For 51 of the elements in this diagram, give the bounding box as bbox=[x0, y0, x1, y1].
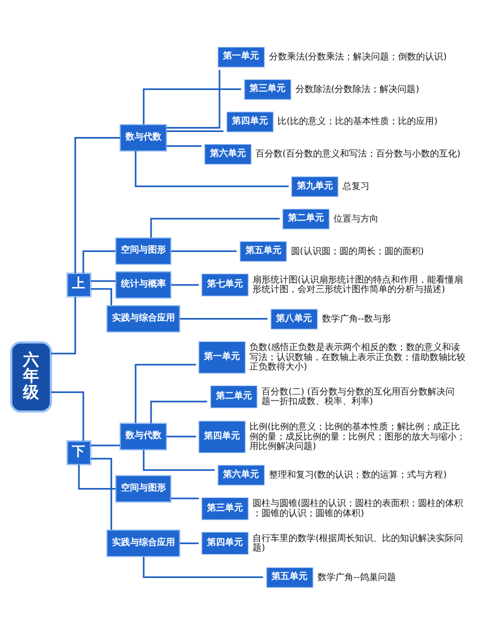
node-box: 空间与图形 bbox=[115, 237, 172, 265]
connector bbox=[90, 280, 116, 282]
connector bbox=[171, 250, 237, 252]
connector bbox=[150, 400, 208, 424]
node-label: 自行车里的数学(根据周长知识、比的知识解决实际问题) bbox=[252, 534, 464, 554]
connector bbox=[150, 218, 280, 238]
node-box: 统计与概率 bbox=[115, 271, 172, 299]
node-box: 实践与综合应用 bbox=[106, 530, 180, 558]
node-label: 负数(感悟正负数是表示两个相反的数；数的意义和读写法；认识数轴，在数轴上表示正负数；借助数轴比较正负数得大小) bbox=[250, 343, 466, 372]
connector bbox=[134, 151, 289, 188]
connector bbox=[166, 436, 196, 438]
node-label: 总复习 bbox=[342, 182, 370, 192]
connector bbox=[74, 136, 120, 274]
connector bbox=[90, 458, 112, 530]
node-box: 六年级 bbox=[10, 341, 52, 413]
node-box: 实践与综合应用 bbox=[106, 305, 180, 333]
node-label: 百分数(百分数的意义和写法；百分数与小数的互化) bbox=[256, 150, 460, 160]
connector bbox=[166, 130, 224, 132]
node-label: 比例(比例的意义；比例的基本性质；解比例；成正比例的量；成反比例的量；比例尺；图形的放大与缩小；用比例解决问题) bbox=[250, 422, 466, 452]
node-label: 圆柱与圆锥(圆柱的认识；圆柱的表面积；圆柱的体积；圆锥的认识；圆锥的体积) bbox=[252, 499, 464, 519]
node-box: 空间与图形 bbox=[115, 475, 172, 503]
node-box: 数与代数 bbox=[120, 422, 168, 450]
connector bbox=[142, 556, 264, 578]
node-label: 圆(认识圆；圆的周长；圆的面积) bbox=[290, 246, 424, 257]
node-box: 上 bbox=[66, 272, 92, 298]
node-label: 位置与方向 bbox=[334, 214, 379, 224]
node-box: 下 bbox=[66, 440, 92, 466]
node-label: 分数除法(分数除法；解决问题) bbox=[295, 84, 420, 95]
connector bbox=[171, 284, 199, 286]
node-label: 数学广角--鸽巢问题 bbox=[317, 572, 396, 583]
node-label: 比(比的意义；比的基本性质；比的应用) bbox=[278, 117, 438, 128]
node-label: 整理和复习(数的认识；数的运算；式与方程) bbox=[268, 470, 447, 481]
node-label: 数学广角--数与形 bbox=[322, 314, 392, 324]
connector bbox=[142, 450, 215, 471]
connector bbox=[51, 391, 84, 441]
connector bbox=[90, 288, 112, 306]
connector bbox=[134, 364, 196, 424]
node-label: 扇形统计图(认识扇形统计图的特点和作用，能看懂扇形统计图，会对三形统计图作简单的分析与描述) bbox=[252, 275, 464, 296]
connector bbox=[142, 88, 242, 125]
node-label: 百分数(二) (百分数与分数的互化用百分数解决问题一折扣成数、税率、利率) bbox=[261, 387, 455, 407]
connector bbox=[90, 444, 120, 446]
connector bbox=[51, 296, 76, 354]
connector bbox=[166, 145, 202, 147]
node-label: 分数乘法(分数乘法；解决问题；倒数的认识) bbox=[268, 52, 447, 62]
connector bbox=[82, 250, 116, 274]
connector bbox=[171, 498, 199, 500]
connector bbox=[166, 70, 220, 129]
node-box: 数与代数 bbox=[120, 124, 168, 152]
connector bbox=[180, 542, 199, 544]
connector bbox=[180, 318, 268, 320]
connector bbox=[78, 464, 116, 490]
